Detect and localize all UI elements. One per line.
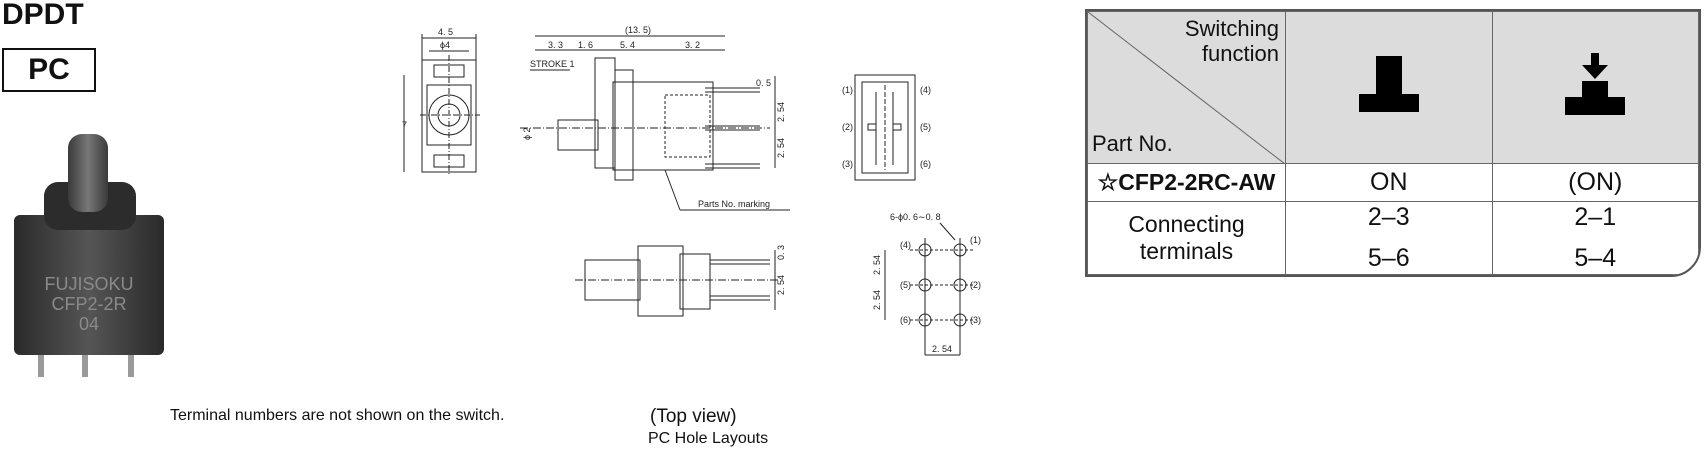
switching-function-table: Switching function Part No. ☆CFP2-2RC-A [1085, 9, 1701, 277]
schematic-terminal-6: (6) [920, 159, 931, 169]
dim-phi4: ϕ4 [440, 40, 450, 50]
hole-pitch-v1: 2. 54 [872, 255, 882, 275]
schematic-terminal-2: (2) [842, 122, 853, 132]
dim-phi2: ϕ 2 [522, 127, 532, 140]
photo-marking-2: CFP2-2R [51, 294, 126, 314]
hole-terminal-2: (2) [970, 280, 981, 290]
photo-marking-3: 04 [79, 314, 99, 334]
part-number: ☆CFP2-2RC-AW [1087, 163, 1286, 202]
dim-stroke: STROKE 1 [530, 59, 575, 69]
dim-3-3: 3. 3 [548, 40, 563, 50]
front-view: 4. 5 ϕ4 7 [402, 27, 480, 175]
schematic-terminal-5: (5) [920, 122, 931, 132]
schematic-terminal-1: (1) [842, 85, 853, 95]
dim-pitch-c: 2. 54 [776, 275, 786, 295]
switch-photo: FUJISOKU CFP2-2R 04 [14, 134, 164, 377]
photo-marking-1: FUJISOKU [44, 274, 133, 294]
state-pressed: (ON) [1491, 163, 1699, 202]
dim-pitch-a: 2. 54 [776, 102, 786, 122]
switching-function-label: Switching function [1184, 16, 1279, 66]
product-type-title: DPDT [2, 0, 84, 31]
side-view: (13. 5) 3. 3 1. 6 5. 4 3. 2 STROKE 1 ϕ 2… [520, 25, 790, 211]
header-corner-cell: Switching function Part No. [1087, 11, 1286, 164]
top-view-caption: (Top view) [650, 406, 737, 427]
diagonal-divider [1088, 12, 1285, 164]
hole-terminal-6: (6) [900, 315, 911, 325]
dim-3-2: 3. 2 [685, 40, 700, 50]
dim-0-3: 0. 3 [776, 245, 786, 260]
hole-terminal-3: (3) [970, 315, 981, 325]
conn-pressed-b: 5–4 [1574, 244, 1617, 272]
schematic-terminal-4: (4) [920, 85, 931, 95]
connecting-terminals-label: Connecting terminals [1087, 201, 1286, 275]
mounting-type-badge: PC [2, 48, 96, 92]
dim-1-6: 1. 6 [578, 40, 593, 50]
dim-width: 4. 5 [438, 27, 453, 37]
header-pressed-cell [1491, 11, 1699, 164]
pc-hole-layouts-caption: PC Hole Layouts [648, 430, 769, 447]
hole-spec: 6-ϕ0. 6∼0. 8 [890, 212, 941, 222]
top-view: 0. 3 2. 54 [575, 245, 786, 317]
header-released-cell [1285, 11, 1493, 164]
state-released: ON [1285, 163, 1493, 202]
schematic-terminal-3: (3) [842, 159, 853, 169]
dim-5-4: 5. 4 [620, 40, 635, 50]
terminal-note: Terminal numbers are not shown on the sw… [170, 407, 505, 424]
hole-terminal-1: (1) [970, 235, 981, 245]
conn-pressed-cell: 2–1 5–4 [1491, 201, 1699, 275]
dim-height: 7 [402, 120, 407, 130]
hole-terminal-5: (5) [900, 280, 911, 290]
dim-0-5: 0. 5 [756, 78, 771, 88]
terminal-schematic: (1) (2) (3) (4) (5) (6) [842, 74, 931, 181]
dim-pitch-b: 2. 54 [776, 138, 786, 158]
conn-released-b: 5–6 [1367, 244, 1410, 272]
hole-terminal-4: (4) [900, 240, 911, 250]
hole-pitch-v2: 2. 54 [872, 290, 882, 310]
dim-total-length: (13. 5) [625, 25, 651, 35]
conn-released-cell: 2–3 5–6 [1285, 201, 1493, 275]
part-no-label: Part No. [1092, 131, 1173, 156]
dimension-drawings: 4. 5 ϕ4 7 (13. 5) 3. 3 1. 6 5. 4 3. 2 ST… [402, 25, 981, 356]
pc-hole-layout: 6-ϕ0. 6∼0. 8 2. 54 2. 54 2. 54 (4) (5) (… [872, 212, 981, 356]
conn-released-a: 2–3 [1367, 203, 1410, 231]
marking-label: Parts No. marking [698, 199, 770, 209]
hole-pitch-h: 2. 54 [932, 344, 952, 354]
conn-pressed-a: 2–1 [1574, 203, 1617, 231]
released-state-icon [1358, 56, 1419, 112]
pressed-state-icon [1565, 53, 1626, 115]
